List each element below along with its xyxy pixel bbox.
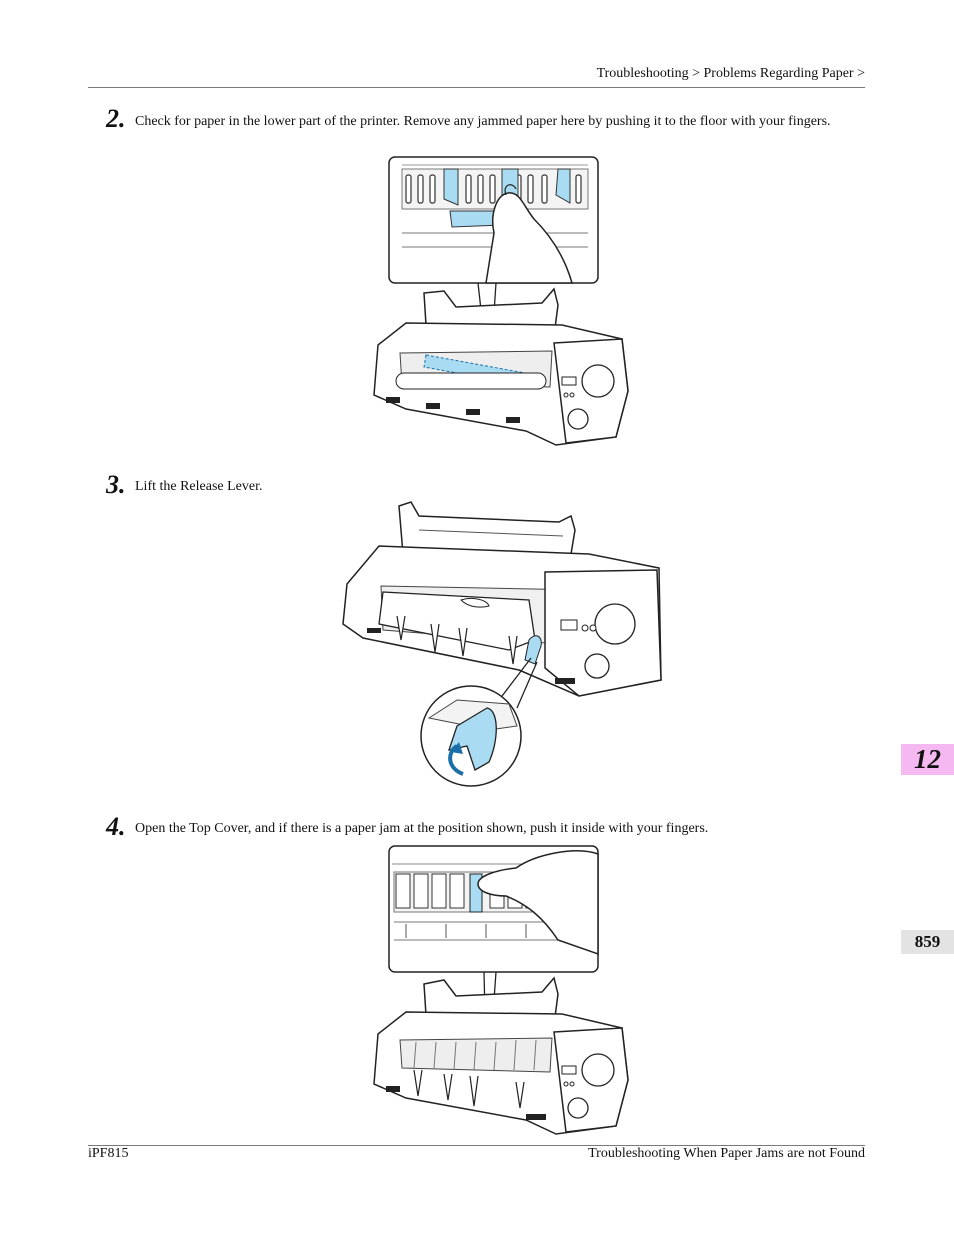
chapter-tab[interactable]: 12 (901, 744, 954, 775)
step-4-text: Open the Top Cover, and if there is a pa… (135, 821, 709, 836)
footer-section-title: Troubleshooting When Paper Jams are not … (588, 1146, 865, 1161)
footer-rule (88, 1145, 865, 1146)
step-3-text: Lift the Release Lever. (135, 479, 263, 494)
header-rule (88, 87, 865, 88)
step-2-text: Check for paper in the lower part of the… (135, 114, 831, 129)
illustration-lower-paper-jam (366, 155, 634, 447)
breadcrumb: Troubleshooting > Problems Regarding Pap… (596, 66, 865, 81)
illustration-top-cover-jam (366, 844, 634, 1136)
illustration-release-lever (339, 500, 663, 792)
step-4-number: 4. (106, 812, 126, 841)
footer-model: iPF815 (88, 1146, 129, 1161)
page-number-tab: 859 (901, 930, 954, 954)
step-2-number: 2. (106, 104, 126, 133)
step-3-number: 3. (106, 470, 126, 499)
